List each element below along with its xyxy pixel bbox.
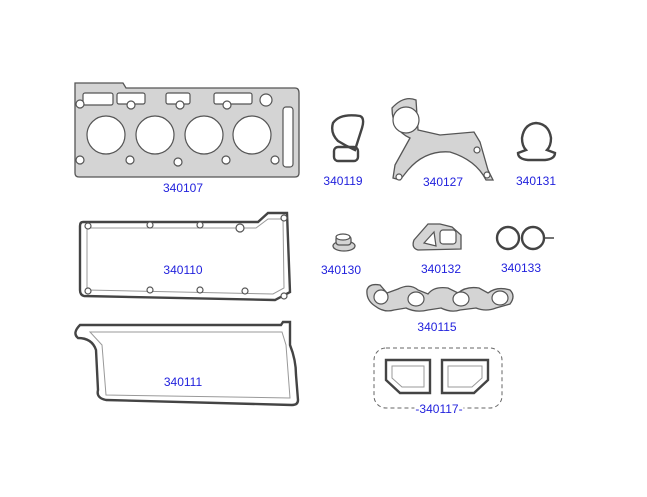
- timing-cover-gasket[interactable]: [391, 97, 495, 181]
- part-link-340130[interactable]: 340130: [320, 263, 362, 277]
- water-outlet-gasket[interactable]: [412, 223, 462, 251]
- exhaust-manifold-gasket[interactable]: [366, 283, 514, 312]
- part-link-340115[interactable]: 340115: [417, 320, 457, 334]
- part-link-340110[interactable]: 340110: [163, 263, 203, 277]
- part-link-340111[interactable]: 340111: [163, 375, 203, 389]
- seal-plug[interactable]: [332, 233, 356, 252]
- water-pump-gasket[interactable]: [516, 121, 557, 162]
- part-link-340117[interactable]: -340117-: [414, 402, 464, 416]
- exhaust-ring-gaskets[interactable]: [495, 225, 554, 251]
- part-link-340119[interactable]: 340119: [323, 174, 363, 188]
- valve-cover-seal-set[interactable]: [373, 347, 503, 409]
- oil-pan-gasket[interactable]: [74, 320, 300, 407]
- cylinder-head-gasket[interactable]: [74, 82, 300, 178]
- thermostat-gasket[interactable]: [330, 114, 365, 163]
- valve-cover-gasket[interactable]: [78, 211, 292, 302]
- part-link-340131[interactable]: 340131: [515, 174, 557, 188]
- part-link-340132[interactable]: 340132: [420, 262, 462, 276]
- part-link-340127[interactable]: 340127: [422, 175, 464, 189]
- part-link-340107[interactable]: 340107: [162, 181, 204, 195]
- part-link-340133[interactable]: 340133: [500, 261, 542, 275]
